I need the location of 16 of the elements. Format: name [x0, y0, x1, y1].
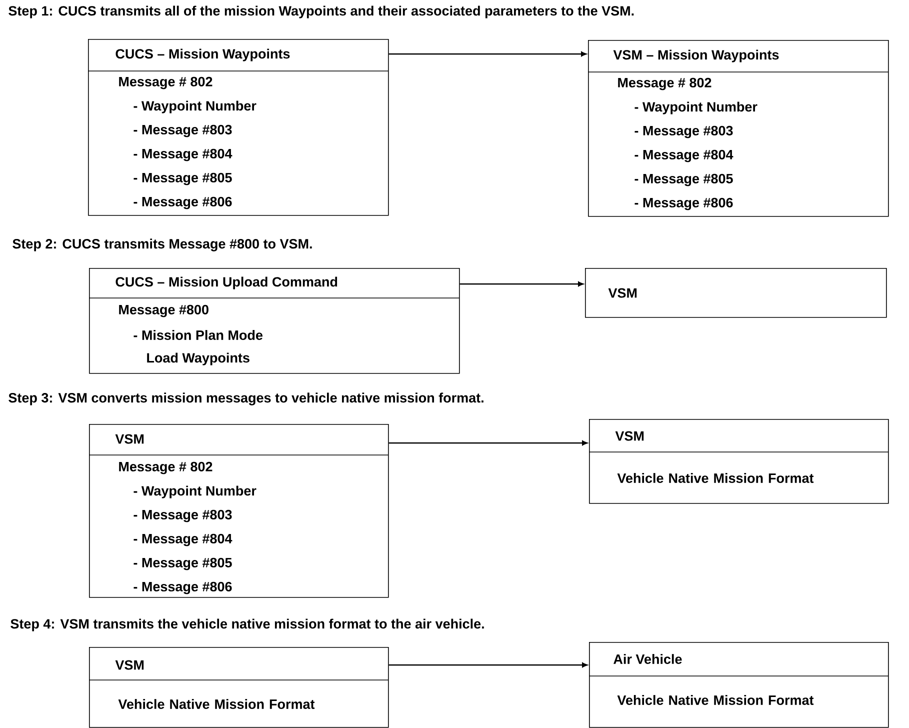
- arrow: [388, 662, 588, 668]
- step-label: Step 3: VSM converts mission messages to vehicle native mission format.: [8, 392, 484, 406]
- step-label: Step 1: CUCS transmits all of the mission Waypoints and their associated parameters to the VSM.: [8, 6, 634, 18]
- step-label: Step 4: VSM transmits the vehicle native mission format to the air vehicle.: [10, 618, 484, 632]
- message-box: CUCS – Mission Upload Command Message #800 - Mission Plan Mode Load Waypoints: [88, 268, 460, 374]
- message-box: VSM Vehicle Native Mission Format: [588, 419, 889, 504]
- arrow: [460, 282, 584, 286]
- step-label: Step 2: CUCS transmits Message #800 to VSM.: [12, 238, 312, 252]
- message-box: VSM: [585, 268, 887, 318]
- arrow: [388, 52, 586, 56]
- message-box: Air Vehicle Vehicle Native Mission Format: [588, 642, 889, 728]
- arrow: [388, 440, 588, 446]
- message-box: VSM Message # 802 - Waypoint Number - Message #803 - Message #804 - Message #805 - Message #806: [88, 424, 389, 598]
- message-box: VSM Vehicle Native Mission Format: [88, 647, 389, 728]
- message-box: VSM – Mission Waypoints Message # 802 - Waypoint Number - Message #803 - Message #804 - Message #805 - Message #806: [588, 40, 889, 217]
- message-box: CUCS – Mission Waypoints Message # 802 - Waypoint Number - Message #803 - Message #804 - Message #805 - Message #806: [88, 39, 389, 216]
